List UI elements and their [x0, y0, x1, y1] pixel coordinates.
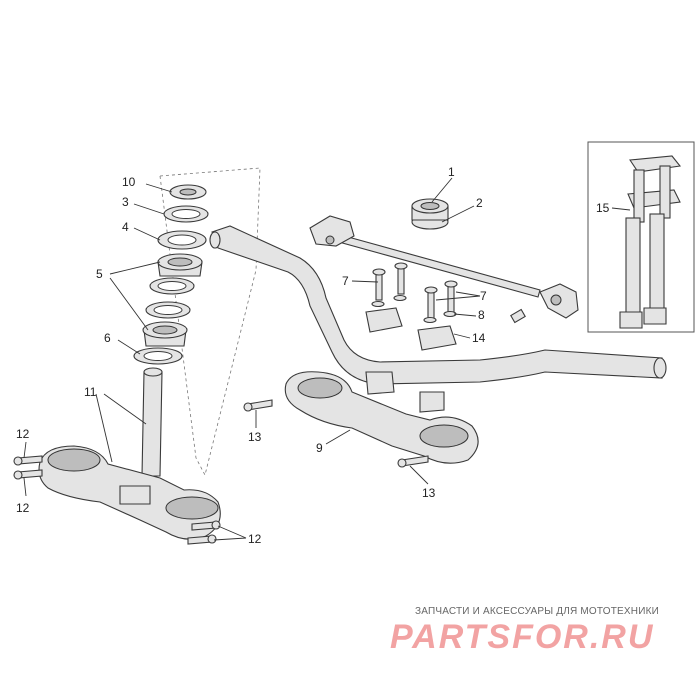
handlebar-clamps — [365, 307, 457, 351]
label-3: 3 — [122, 195, 129, 209]
pinch-bolts — [243, 399, 429, 468]
label-14: 14 — [472, 331, 486, 345]
label-13-right: 13 — [422, 486, 436, 500]
upper-triple-clamp — [284, 371, 479, 464]
label-9: 9 — [316, 441, 323, 455]
label-10: 10 — [122, 175, 136, 189]
alignment-guide — [159, 167, 261, 477]
clamp-bolts — [371, 262, 458, 324]
label-4: 4 — [122, 220, 129, 234]
label-12-top: 12 — [16, 427, 30, 441]
lower-triple-clamp — [38, 367, 221, 540]
label-2: 2 — [476, 196, 483, 210]
handlebar — [209, 225, 667, 385]
label-15: 15 — [596, 201, 610, 215]
label-7-right: 7 — [480, 289, 487, 303]
alignment-guide-left — [159, 175, 197, 459]
label-8: 8 — [478, 308, 485, 322]
watermark-tagline: ЗАПЧАСТИ И АКСЕССУАРЫ ДЛЯ МОТОТЕХНИКИ — [414, 606, 660, 617]
fork-inset — [587, 141, 695, 333]
crossbar — [309, 215, 579, 324]
label-12-bottom: 12 — [16, 501, 30, 515]
label-6: 6 — [104, 331, 111, 345]
label-5: 5 — [96, 267, 103, 281]
bearing-stack — [133, 184, 209, 365]
label-13-left: 13 — [248, 430, 262, 444]
watermark-logo: PARTSFOR.RU — [390, 618, 654, 656]
cap-nut — [411, 198, 449, 230]
label-12-right: 12 — [248, 532, 262, 546]
lower-clamp-bolts — [13, 455, 221, 545]
leader-lines — [23, 177, 631, 541]
label-11: 11 — [84, 385, 97, 399]
part-labels: 10 3 4 5 6 11 1 2 7 7 8 14 9 13 13 12 12… — [16, 165, 610, 546]
label-7-left: 7 — [342, 274, 349, 288]
label-1: 1 — [448, 165, 455, 179]
